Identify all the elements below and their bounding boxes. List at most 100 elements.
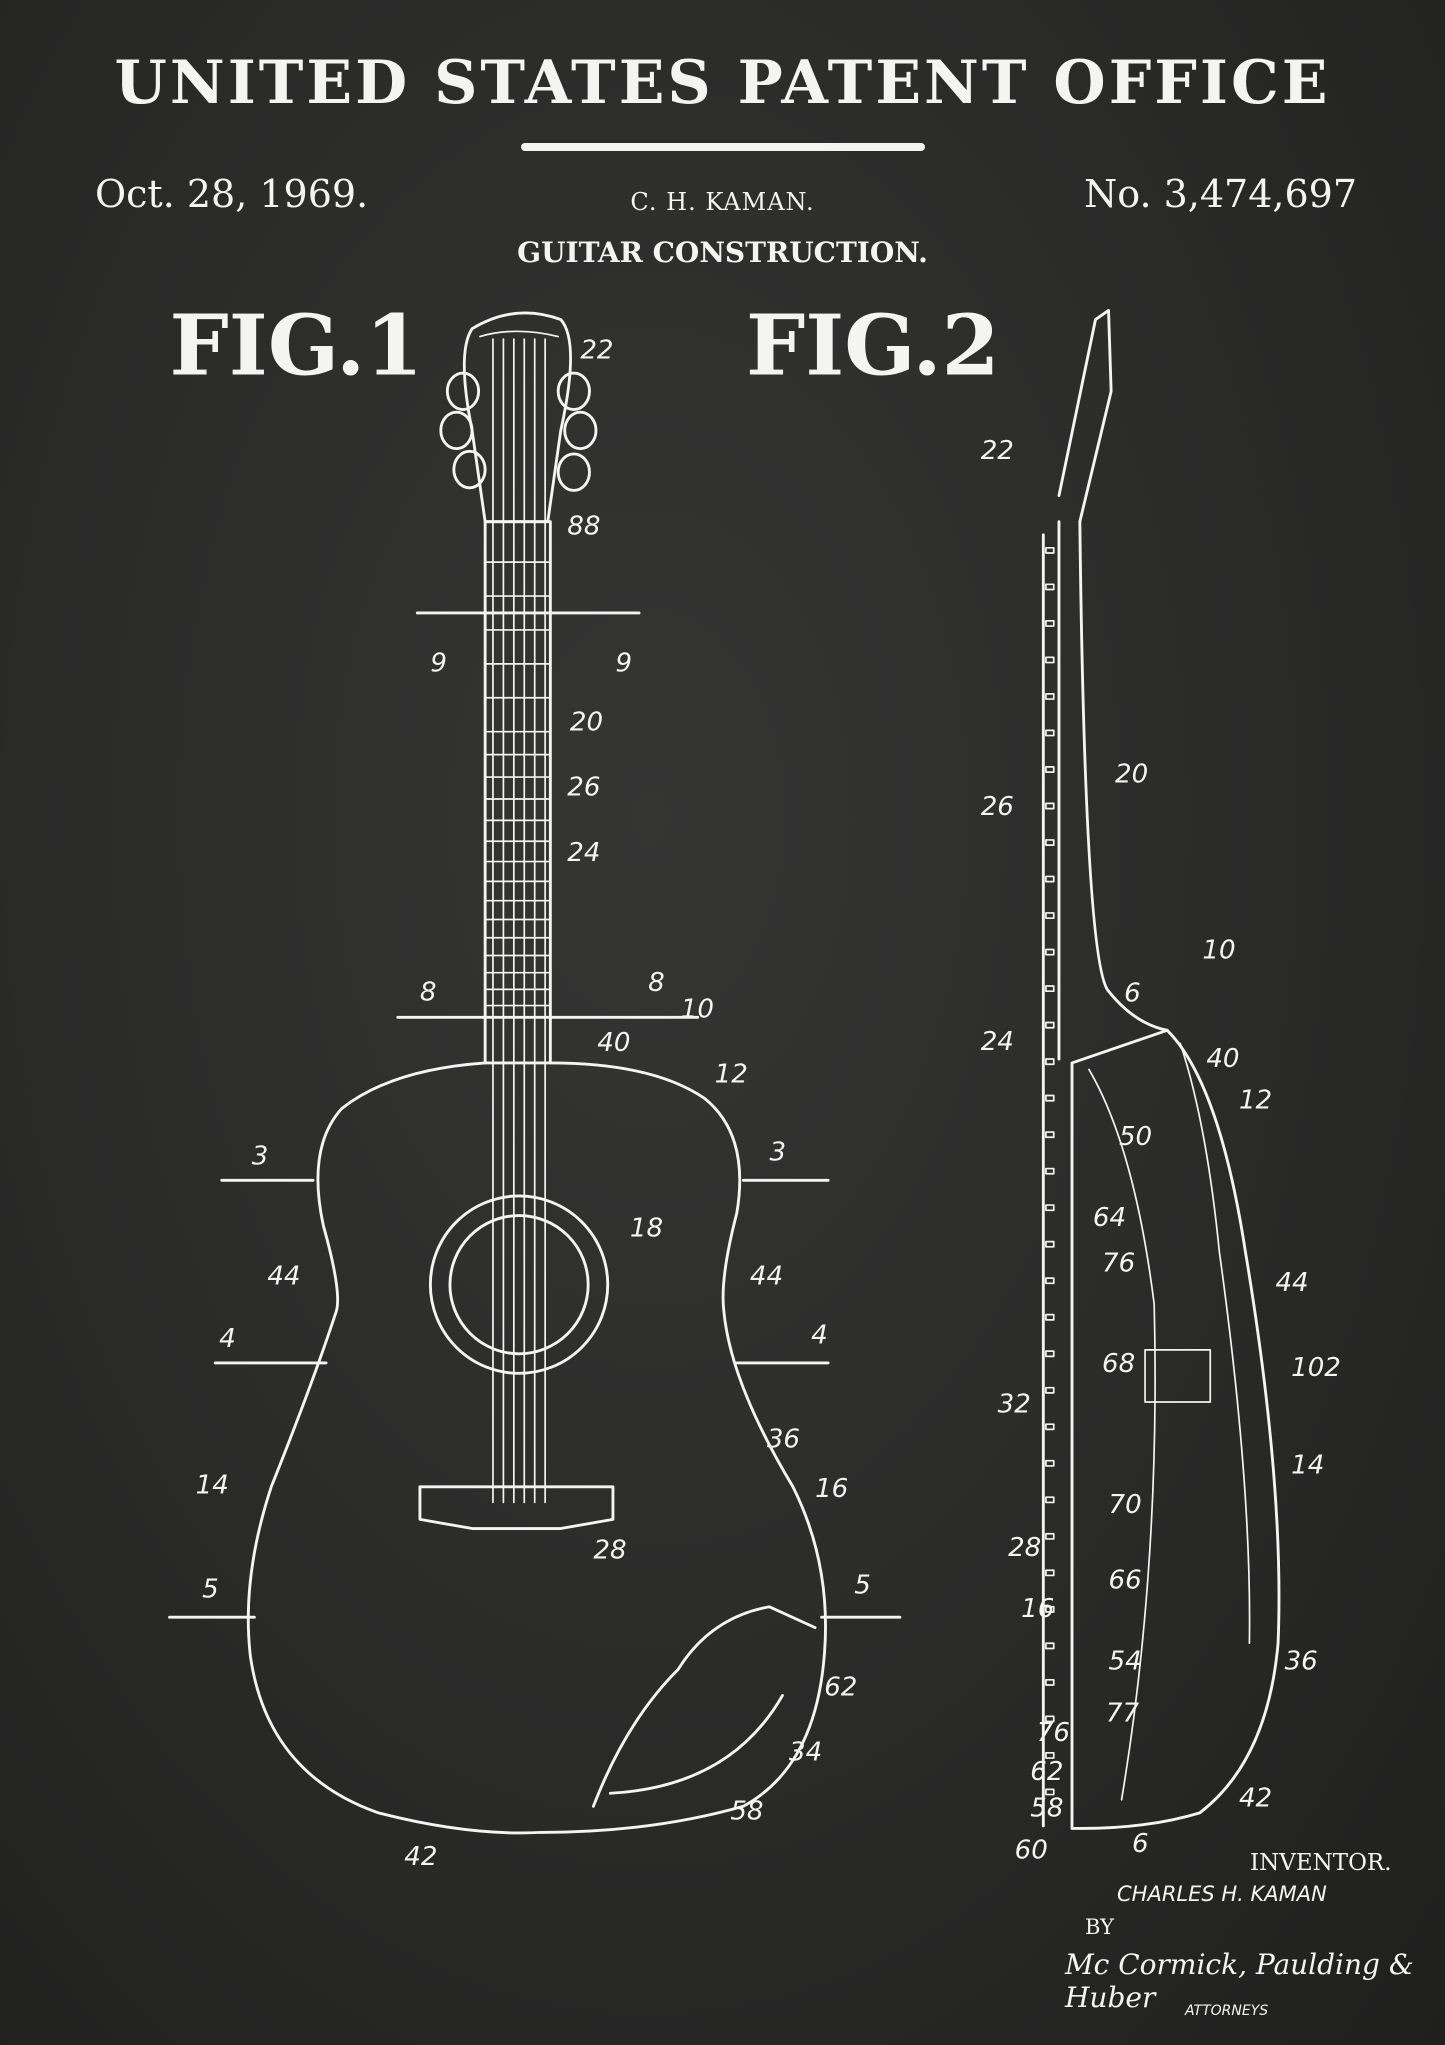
fig2-numeral: 50: [1119, 1122, 1152, 1152]
side-fret: [1045, 1751, 1055, 1759]
fig2-numeral: 14: [1291, 1451, 1324, 1481]
side-fret: [1045, 1058, 1055, 1066]
fig2-numeral: 76: [1102, 1249, 1135, 1279]
soundhole-ring: [428, 1194, 610, 1375]
side-fret: [1045, 1350, 1055, 1358]
side-fret: [1045, 1642, 1055, 1650]
fig1-numeral: 8: [648, 968, 665, 998]
fig1-numeral: 16: [815, 1474, 848, 1504]
tuner-peg: [452, 449, 487, 490]
attorneys-label: ATTORNEYS: [1185, 2003, 1269, 2019]
side-neck: [1041, 520, 1169, 1828]
patent-subtitle: GUITAR CONSTRUCTION.: [517, 236, 928, 269]
side-brace: [1144, 1348, 1212, 1403]
inventor-label: INVENTOR.: [1250, 1850, 1392, 1876]
fig2-numeral: 60: [1015, 1835, 1048, 1865]
attorneys-signature: Mc Cormick, Paulding & Huber: [1065, 1948, 1414, 2014]
fig2-numeral: 64: [1093, 1203, 1126, 1233]
side-frets: [1045, 546, 1055, 1796]
side-fret: [1045, 1094, 1055, 1102]
fig2-numeral: 68: [1102, 1349, 1135, 1379]
page-title: UNITED STATES PATENT OFFICE: [114, 48, 1331, 118]
headstock-top: [479, 330, 560, 338]
bridge: [418, 1485, 615, 1530]
side-fret: [1045, 1605, 1055, 1613]
cutaway-section: [591, 1605, 817, 1808]
side-fret: [1045, 766, 1055, 773]
fig2-numeral: 36: [1285, 1646, 1318, 1676]
fig1-numeral: 36: [767, 1425, 800, 1455]
side-fret: [1045, 619, 1055, 627]
fig2-numeral: 58: [1030, 1794, 1063, 1824]
side-body-back: [1070, 1028, 1281, 1830]
strings: [492, 338, 546, 1504]
fig1-numeral: 62: [824, 1672, 857, 1702]
tuner-peg: [556, 371, 591, 411]
side-fret: [1045, 546, 1055, 554]
fig1-numeral: 44: [750, 1262, 783, 1292]
side-fret: [1045, 1423, 1055, 1431]
fig1-numeral: 40: [597, 1028, 630, 1058]
side-fret: [1045, 1532, 1055, 1540]
side-fret: [1045, 1240, 1055, 1248]
body-outline: [246, 1061, 827, 1835]
fig1-numeral: 20: [570, 707, 603, 737]
fig1-numeral: 34: [789, 1738, 822, 1768]
fig1-numeral: 9: [616, 649, 633, 679]
fig1-numeral: 22: [580, 336, 613, 366]
side-fret: [1045, 1313, 1055, 1321]
side-fret: [1045, 1788, 1055, 1796]
side-headstock: [1057, 308, 1113, 524]
fig1-numeral: 26: [567, 773, 600, 803]
fig2-numeral: 44: [1275, 1268, 1308, 1298]
frets: [484, 561, 552, 1007]
fig2-numeral: 28: [1008, 1533, 1041, 1563]
fig2-numeral: 24: [981, 1027, 1014, 1057]
headstock: [462, 311, 572, 524]
fig1-numeral: 5: [854, 1571, 871, 1601]
title-divider: [521, 143, 925, 151]
side-fret: [1045, 1678, 1055, 1686]
fig1-numeral: 3: [769, 1138, 786, 1168]
patent-date: Oct. 28, 1969.: [95, 172, 369, 216]
side-fret: [1045, 729, 1055, 737]
tuning-pegs: [439, 371, 598, 492]
inventor-name: CHARLES H. KAMAN: [1117, 1882, 1327, 1906]
tuner-peg: [563, 410, 598, 451]
fig1-numeral: 14: [196, 1470, 229, 1500]
fig2-numeral: 26: [981, 792, 1014, 822]
side-fret: [1045, 875, 1055, 883]
side-fret: [1045, 1459, 1055, 1467]
fig2-numeral: 32: [998, 1389, 1031, 1419]
fig2-numeral: 12: [1239, 1086, 1272, 1116]
side-body-inner: [1088, 1042, 1251, 1801]
tuner-peg: [445, 371, 481, 411]
side-fret: [1045, 656, 1055, 664]
side-fret: [1045, 1204, 1055, 1212]
fig1-numeral: 4: [219, 1324, 236, 1354]
fig2-numeral: 16: [1021, 1594, 1054, 1624]
fig2-numeral: 102: [1291, 1353, 1341, 1383]
fig1-numeral: 88: [567, 512, 600, 542]
section-marks: [168, 611, 902, 1619]
fig2-numeral: 20: [1115, 760, 1148, 790]
fig1-numeral: 10: [681, 994, 714, 1024]
side-fret: [1045, 1715, 1055, 1723]
fig2-numeral: 42: [1239, 1783, 1272, 1813]
side-fret: [1045, 802, 1055, 810]
fig1-label: FIG.1: [170, 296, 424, 394]
side-fret: [1045, 693, 1055, 700]
fig1-numeral: 44: [267, 1262, 300, 1292]
by-label: BY: [1085, 1915, 1114, 1939]
fig1-numeral: 28: [593, 1536, 626, 1566]
fig1-numeral: 9: [430, 649, 447, 679]
fig2-numeral: 40: [1206, 1044, 1239, 1074]
guitar-side-view: [1041, 308, 1281, 1830]
side-fret: [1045, 1131, 1055, 1139]
fig2-numeral: 6: [1124, 979, 1141, 1009]
side-fret: [1045, 1277, 1055, 1285]
side-fret: [1045, 1167, 1055, 1175]
side-fret: [1045, 985, 1055, 993]
